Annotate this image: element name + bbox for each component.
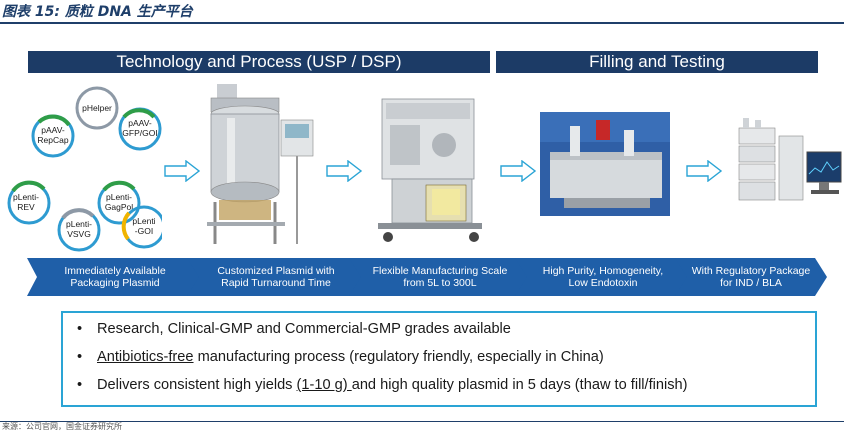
arrow-right-icon — [326, 160, 362, 182]
bullet-item: • Antibiotics-free manufacturing process … — [77, 349, 604, 365]
bullet-dot-icon: • — [77, 377, 83, 393]
header-technology-process: Technology and Process (USP / DSP) — [28, 51, 490, 73]
process-step: High Purity, Homogeneity,Low Endotoxin — [515, 258, 691, 296]
step-line1: Immediately Available — [64, 265, 166, 277]
plasmid-phelper: pHelper — [75, 86, 119, 130]
svg-text:pLenti-: pLenti- — [66, 219, 92, 229]
svg-text:pLenti: pLenti — [132, 216, 155, 226]
svg-text:GFP/GOI: GFP/GOI — [122, 128, 157, 138]
arrow-right-icon — [500, 160, 536, 182]
plasmid-plenti-rev: pLenti- REV — [7, 180, 51, 225]
step-line1: Flexible Manufacturing Scale — [372, 265, 508, 277]
step-line1: With Regulatory Package — [691, 265, 811, 277]
arrow-right-icon — [686, 160, 722, 182]
source-note: 来源：公司官网，国金证券研究所 — [0, 421, 844, 432]
bullet-text: Delivers consistent high yields — [97, 377, 297, 393]
bullet-item: • Delivers consistent high yields (1-10 g… — [77, 377, 688, 393]
step-line2: from 5L to 300L — [403, 277, 477, 289]
analytical-instruments-illustration — [738, 118, 842, 201]
plasmid-plenti-gagpol: pLenti- GagPol — [97, 180, 141, 225]
plasmid-paav-repcap: pAAV- RepCap — [31, 114, 75, 158]
svg-text:pAAV-: pAAV- — [128, 118, 152, 128]
svg-text:-GOI: -GOI — [135, 226, 153, 236]
svg-text:VSVG: VSVG — [67, 229, 91, 239]
svg-text:RepCap: RepCap — [37, 135, 68, 145]
bullet-text: manufacturing process (regulatory friend… — [193, 349, 604, 365]
bullet-dot-icon: • — [77, 321, 83, 337]
bullet-underlined-text: (1-10 g) — [296, 377, 352, 393]
feature-bullets-box: • Research, Clinical-GMP and Commercial-G… — [61, 311, 817, 407]
filling-machine-illustration — [540, 112, 670, 216]
bullet-dot-icon: • — [77, 349, 83, 365]
plasmid-maps-illustration: pHelper pAAV- RepCap pAAV- GFP/GOI pLent… — [7, 86, 162, 252]
plasmid-paav-gfp: pAAV- GFP/GOI — [118, 107, 162, 151]
svg-text:pLenti-: pLenti- — [106, 192, 132, 202]
plasmid-label: pHelper — [82, 103, 112, 113]
bullet-text: and high quality plasmid in 5 days (thaw… — [351, 377, 688, 393]
step-line2: Low Endotoxin — [568, 277, 638, 289]
header-filling-testing: Filling and Testing — [496, 51, 818, 73]
figure-title: 图表 15: 质粒 DNA 生产平台 — [0, 0, 844, 24]
svg-text:REV: REV — [17, 202, 35, 212]
step-line2: for IND / BLA — [720, 277, 782, 289]
svg-text:pAAV-: pAAV- — [41, 125, 65, 135]
bioreactor-illustration — [207, 84, 314, 244]
purification-system-illustration — [378, 98, 482, 242]
step-line2: Rapid Turnaround Time — [221, 277, 331, 289]
arrow-right-icon — [164, 160, 200, 182]
step-line2: Packaging Plasmid — [70, 277, 160, 289]
bullet-underlined-text: Antibiotics-free — [97, 349, 194, 365]
bullet-text: Research, Clinical-GMP and Commercial-GM… — [97, 321, 511, 337]
step-line1: Customized Plasmid with — [217, 265, 335, 277]
step-line1: High Purity, Homogeneity, — [542, 265, 664, 277]
svg-text:pLenti-: pLenti- — [13, 192, 39, 202]
bullet-item: • Research, Clinical-GMP and Commercial-G… — [77, 321, 511, 337]
plasmid-plenti-vsvg: pLenti- VSVG — [57, 208, 101, 252]
svg-text:GagPol: GagPol — [105, 202, 133, 212]
plasmid-plenti-goi: pLenti -GOI — [121, 205, 162, 249]
